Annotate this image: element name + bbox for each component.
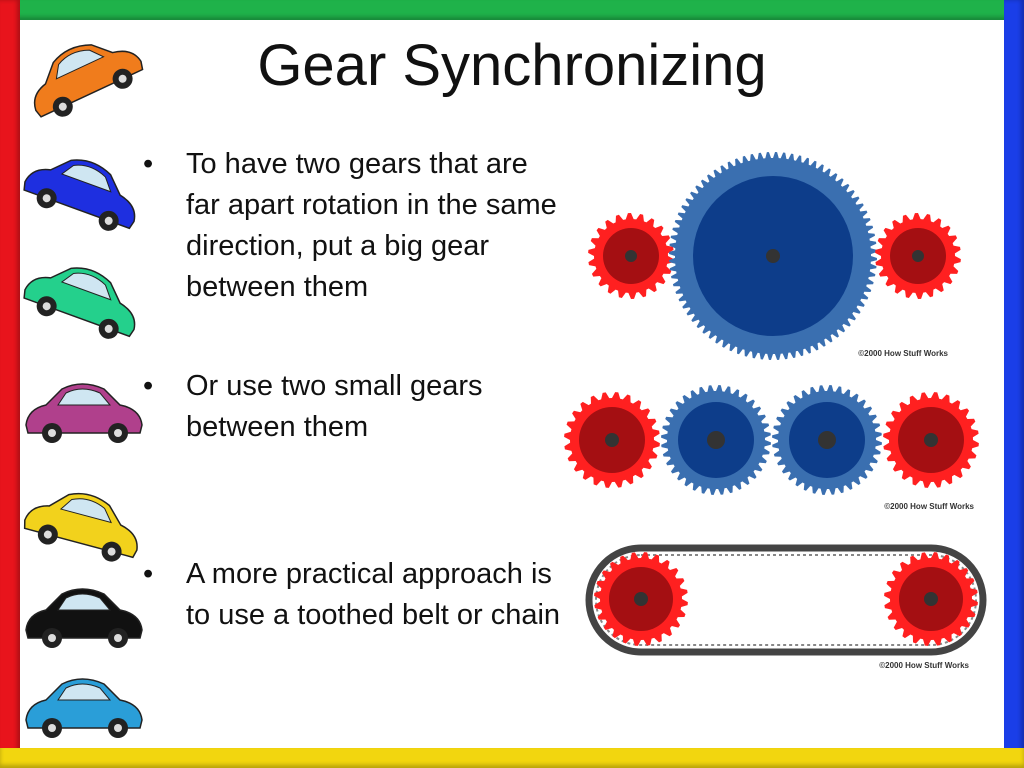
gear-axle — [924, 592, 938, 606]
gear — [884, 552, 978, 646]
gear — [772, 385, 882, 495]
border-bottom — [0, 748, 1024, 768]
border-right — [1004, 0, 1024, 768]
gear-axle — [766, 249, 780, 263]
bullet-marker: • — [143, 148, 154, 180]
car-icon — [25, 678, 143, 738]
gear — [875, 213, 961, 299]
gear-axle — [818, 431, 836, 449]
gear — [564, 392, 660, 488]
gear — [883, 392, 979, 488]
car-icon — [25, 383, 143, 443]
border-top — [0, 0, 1024, 20]
car-column — [23, 44, 144, 738]
car-icon — [23, 159, 136, 231]
gear — [669, 152, 877, 360]
toothed-belt — [585, 544, 987, 656]
credit-text: ©2000 How Stuff Works — [879, 661, 969, 670]
gear-axle — [605, 433, 619, 447]
credit-text: ©2000 How Stuff Works — [858, 349, 948, 358]
bullet-text: Or use two small gears between them — [186, 370, 483, 443]
slide-title: Gear Synchronizing — [257, 33, 767, 98]
gear-axle — [707, 431, 725, 449]
border-left — [0, 0, 20, 768]
car-icon — [23, 267, 136, 339]
car-icon — [23, 492, 138, 562]
bullet-marker: • — [143, 370, 154, 402]
gear-axle — [634, 592, 648, 606]
credit-text: ©2000 How Stuff Works — [884, 502, 974, 511]
gear — [594, 552, 688, 646]
gear — [661, 385, 771, 495]
gear-axle — [924, 433, 938, 447]
bullet-marker: • — [143, 558, 154, 590]
toothed-belt-diagram: ©2000 How Stuff Works — [585, 544, 987, 670]
gear-axle — [912, 250, 924, 262]
car-icon — [25, 588, 143, 648]
small-gears-diagram: ©2000 How Stuff Works — [564, 385, 979, 511]
car-icon — [33, 44, 144, 118]
gear-axle — [625, 250, 637, 262]
big-gear-diagram: ©2000 How Stuff Works — [588, 152, 961, 360]
gear — [588, 213, 674, 299]
bullet-text: To have two gears that are far apart rot… — [186, 148, 557, 303]
bullet-text: A more practical approach is to use a to… — [186, 558, 561, 631]
